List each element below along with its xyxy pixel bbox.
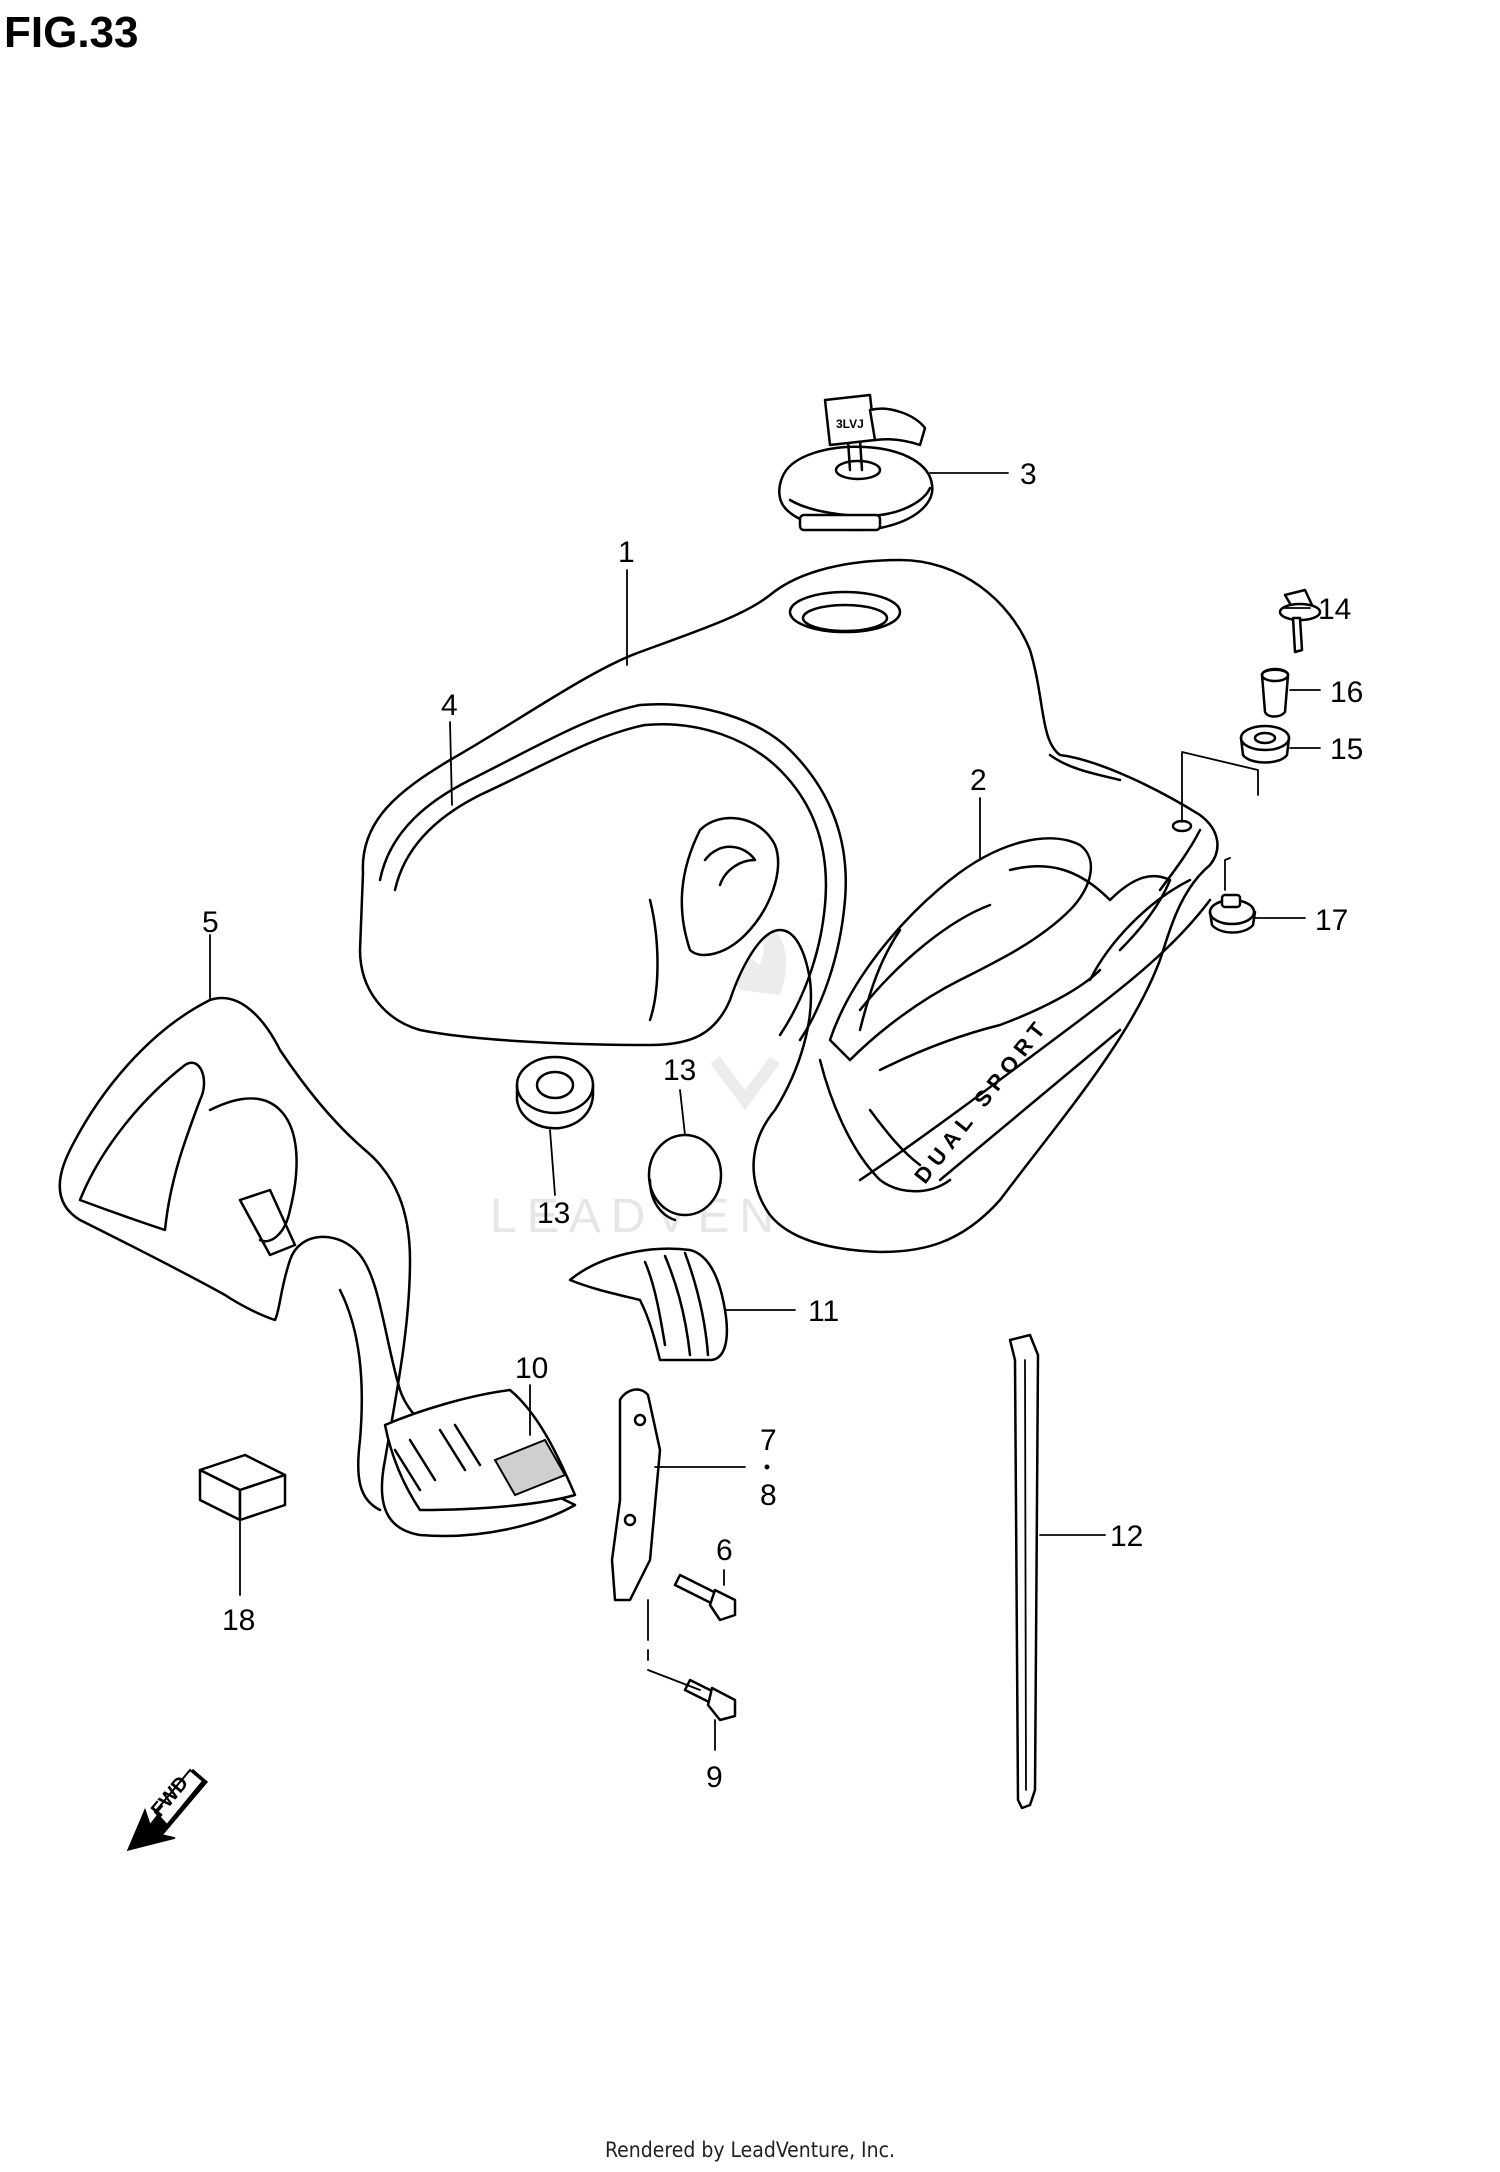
callout-12: 12: [1110, 1520, 1143, 1553]
callout-1: 1: [618, 536, 635, 569]
callout-6: 6: [716, 1534, 733, 1567]
callout-4: 4: [441, 689, 458, 722]
callout-13a: 13: [537, 1197, 570, 1230]
callout-7: 7: [760, 1424, 777, 1457]
bolt-part-14: [1278, 588, 1322, 654]
callout-15: 15: [1330, 733, 1363, 766]
fwd-arrow-icon: FWD: [126, 1768, 209, 1852]
callout-2: 2: [970, 764, 987, 797]
callout-14: 14: [1318, 593, 1351, 626]
bracket-part-7-8: [610, 1388, 662, 1602]
callout-18: 18: [222, 1604, 255, 1637]
leader-lines: [209, 472, 1321, 1751]
fuel-tank-part-1: [358, 558, 1219, 1254]
callout-17: 17: [1315, 904, 1348, 937]
cushion-part-15: [1239, 724, 1291, 764]
bolt-part-9: [683, 1678, 737, 1722]
collar-part-16: [1260, 667, 1290, 718]
figure-title: FIG.33: [4, 8, 139, 57]
block-part-18: [198, 1453, 287, 1522]
svg-text:3LVJ: 3LVJ: [836, 417, 864, 431]
grommet-part-13a: [515, 1055, 595, 1130]
callout-13b: 13: [663, 1054, 696, 1087]
callout-16: 16: [1330, 676, 1363, 709]
fuel-cap-part-3: 3LVJ: [778, 393, 934, 532]
cushion-part-11: [568, 1247, 729, 1362]
callout-3: 3: [1020, 458, 1037, 491]
callout-8: 8: [760, 1479, 777, 1512]
callout-11: 11: [808, 1295, 839, 1328]
cable-tie-part-12: [1008, 1333, 1040, 1810]
pad-part-10: [383, 1388, 577, 1512]
callout-9: 9: [706, 1761, 723, 1794]
callout-5: 5: [202, 906, 219, 939]
callout-10: 10: [515, 1352, 548, 1385]
bolt-part-6: [673, 1573, 737, 1622]
callout-labels: 1 2 3 4 5 6 7 8 9 10 11 12 13 13 14 15 1…: [202, 458, 1363, 1794]
grommet-part-17: [1208, 893, 1257, 934]
footer-credit: Rendered by LeadVenture, Inc.: [605, 2138, 895, 2162]
